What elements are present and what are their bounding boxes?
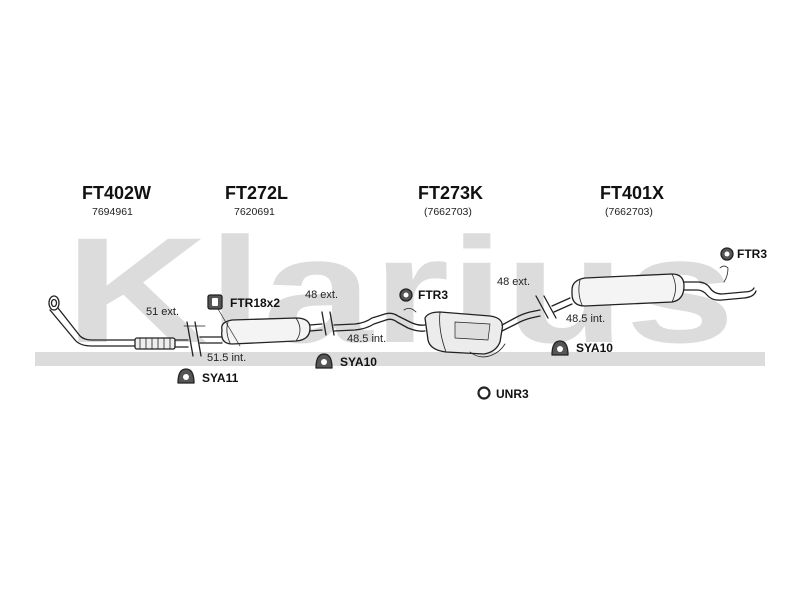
rubber-mount-ftr18x2-icon — [207, 294, 223, 310]
watermark-underline — [35, 352, 765, 366]
fitting-label-sya11: SYA11 — [202, 371, 239, 385]
joint-2-ext-label: 48 ext. — [305, 289, 339, 301]
gasket-ring-unr3-icon — [477, 386, 491, 400]
fitting-label-sya10-front: SYA10 — [340, 355, 377, 369]
part-number-ft273k: (7662703) — [424, 206, 472, 218]
front-silencer-ft272l — [199, 303, 323, 347]
part-number-ft401x: (7662703) — [605, 206, 653, 218]
part-code-ft273k: FT273K — [418, 183, 484, 203]
joint-3-ext-label: 48 ext. — [497, 276, 531, 288]
joint-3-int-label: 48.5 int. — [566, 313, 606, 325]
rear-silencer-ft401x — [551, 265, 757, 313]
fitting-label-unr3: UNR3 — [496, 387, 529, 401]
clamp-sya11-icon — [177, 368, 195, 384]
part-code-ft401x: FT401X — [600, 183, 665, 203]
joint-1-ext-label: 51 ext. — [146, 306, 180, 318]
part-number-ft272l: 7620691 — [234, 206, 275, 218]
joint-2-int-label: 48.5 int. — [347, 333, 387, 345]
rubber-mount-ftr3-middle-icon — [399, 288, 413, 302]
joint-1-int-label: 51.5 int. — [207, 352, 247, 364]
rubber-mount-ftr3-rear-icon — [720, 247, 734, 261]
fitting-label-ftr3-rear: FTR3 — [737, 247, 767, 261]
center-silencer-ft273k — [333, 308, 541, 358]
clamp-sya10-rear-icon — [551, 340, 569, 356]
joint-1-marks — [183, 321, 206, 357]
front-pipe-ft402w — [48, 295, 189, 350]
part-number-ft402w: 7694961 — [92, 206, 133, 218]
part-code-ft402w: FT402W — [82, 183, 152, 203]
joint-3-marks — [535, 295, 557, 319]
clamp-sya10-front-icon — [315, 353, 333, 369]
part-code-ft272l: FT272L — [225, 183, 289, 203]
fitting-label-ftr3-middle: FTR3 — [418, 288, 448, 302]
fitting-label-sya10-rear: SYA10 — [576, 341, 613, 355]
fitting-label-ftr18x2: FTR18x2 — [230, 296, 281, 310]
joint-2-marks — [321, 311, 335, 336]
